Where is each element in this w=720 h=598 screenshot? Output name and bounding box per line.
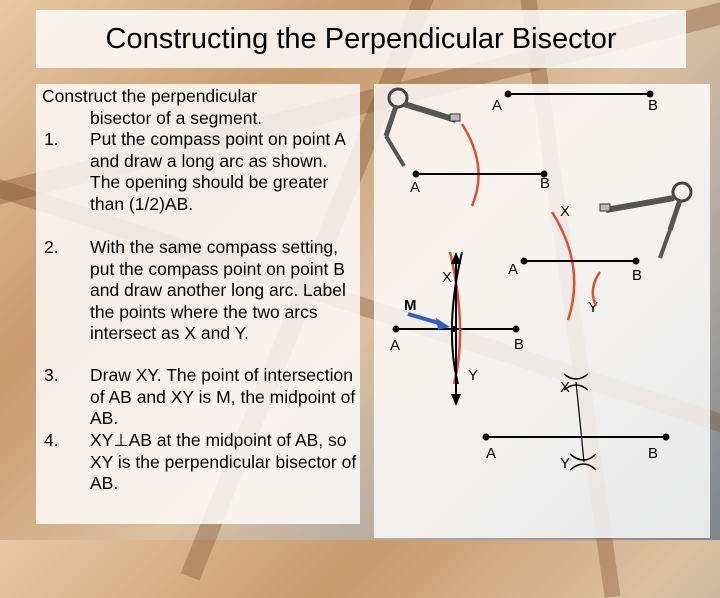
label-y: Y: [588, 299, 598, 316]
label-b: B: [540, 175, 550, 192]
arrow-up-icon: [451, 252, 461, 264]
step-4: 4. XY⊥AB at the midpoint of AB, so XY is…: [42, 430, 358, 495]
point-a: [412, 170, 420, 178]
label-b: B: [648, 445, 658, 462]
compass-icon: [383, 87, 461, 168]
panel-2: A B X: [410, 170, 693, 321]
intro-text: Construct the perpendicular bisector of …: [42, 86, 262, 129]
diagram-panel: A B A B X: [374, 84, 710, 538]
arc-x-upper: [563, 373, 589, 380]
arc-y-lower: [569, 463, 597, 471]
point-b: [512, 325, 520, 333]
arc-from-a: [460, 123, 480, 207]
point-b: [632, 257, 640, 265]
step-number: 1.: [44, 129, 59, 149]
label-b: B: [514, 336, 524, 353]
label-x: X: [560, 203, 570, 220]
compass-icon: [599, 181, 693, 259]
step-text: Put the compass point on point A and dra…: [90, 129, 345, 214]
arrow-right-icon: [436, 318, 450, 330]
point-b: [540, 170, 548, 178]
step-number: 3.: [44, 365, 59, 385]
label-y: Y: [560, 455, 570, 472]
arrow-down-icon: [451, 394, 461, 406]
label-b: B: [632, 267, 642, 284]
intro-line-1: Construct the perpendicular: [42, 86, 257, 106]
point-b: [646, 90, 654, 98]
label-x: X: [560, 379, 570, 396]
label-a: A: [410, 179, 420, 196]
panel-1: A B: [383, 87, 658, 207]
panel-3: A B M X Y A B Y: [390, 251, 642, 406]
label-b: B: [648, 97, 658, 114]
arc-from-b: [550, 211, 576, 321]
construction-diagram: A B A B X: [383, 87, 693, 472]
point-a: [482, 433, 490, 441]
line-xy: [575, 381, 585, 463]
step-number: 2.: [44, 237, 59, 257]
point-b: [662, 433, 670, 441]
instructions-panel: Construct the perpendicular bisector of …: [36, 84, 360, 524]
label-a: A: [492, 97, 502, 114]
slide-title: Constructing the Perpendicular Bisector: [105, 22, 617, 55]
point-a: [520, 257, 528, 265]
step-3: 3. Draw XY. The point of intersection of…: [42, 365, 358, 430]
label-x: X: [442, 269, 452, 286]
label-m: M: [404, 297, 417, 314]
step-number: 4.: [44, 430, 59, 450]
step-text: XY⊥AB at the midpoint of AB, so XY is th…: [90, 430, 357, 493]
midpoint-pointer: [407, 312, 443, 326]
step-text: Draw XY. The point of intersection of AB…: [90, 365, 356, 428]
point-a: [392, 325, 400, 333]
label-a: A: [508, 261, 518, 278]
point-a: [504, 90, 512, 98]
label-y: Y: [468, 367, 478, 384]
intro-line-2: bisector of a segment.: [90, 107, 263, 128]
panel-4: A B X Y: [482, 373, 670, 472]
title-banner: Constructing the Perpendicular Bisector: [36, 10, 686, 68]
label-a: A: [390, 337, 400, 354]
arc-lower: [591, 271, 602, 307]
step-2: 2. With the same compass setting, put th…: [42, 237, 358, 345]
step-text: With the same compass setting, put the c…: [90, 237, 346, 343]
label-a: A: [486, 445, 496, 462]
step-1: 1. Put the compass point on point A and …: [42, 129, 358, 215]
